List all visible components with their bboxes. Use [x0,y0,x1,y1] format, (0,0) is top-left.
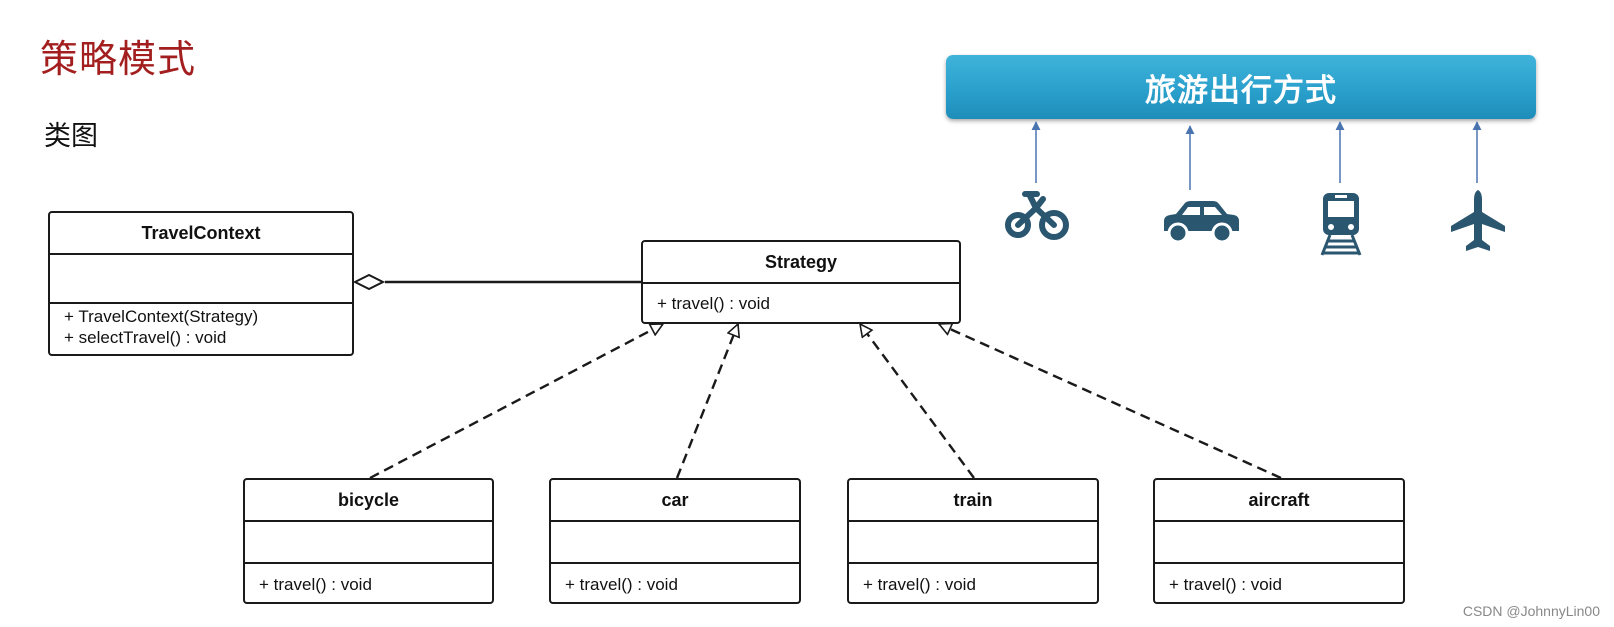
class-attributes [245,522,492,564]
class-attributes [849,522,1097,564]
operation: + travel() : void [259,575,372,594]
realization-bicycle [369,322,663,480]
class-name: train [849,480,1097,522]
operation: + travel() : void [657,294,770,313]
operation: + travel() : void [863,575,976,594]
class-name: car [551,480,799,522]
class-aircraft[interactable]: aircraft + travel() : void [1153,478,1405,604]
watermark: CSDN @JohnnyLin00 [1462,603,1600,619]
class-name: aircraft [1155,480,1403,522]
operation: + travel() : void [1169,575,1282,594]
class-operations: + travel() : void [551,564,799,595]
page-title: 策略模式 [40,37,197,81]
aggregation-diamond [352,273,386,291]
travel-modes-banner: 旅游出行方式 [946,55,1536,119]
class-operations: + travel() : void [245,564,492,595]
class-operations: + travel() : void [643,284,959,314]
section-subtitle: 类图 [44,121,98,152]
train-icon [1320,193,1362,256]
operation: + selectTravel() : void [64,328,227,347]
class-name: Strategy [643,242,959,284]
operation: + travel() : void [565,575,678,594]
class-train[interactable]: train + travel() : void [847,478,1099,604]
realization-aircraft [939,324,1282,480]
class-strategy[interactable]: Strategy + travel() : void [641,240,961,324]
class-attributes [551,522,799,564]
realization-train [860,324,975,479]
class-operations: + TravelContext(Strategy) + selectTravel… [50,304,352,348]
class-car[interactable]: car + travel() : void [549,478,801,604]
car-icon [1164,201,1239,244]
class-name: TravelContext [50,213,352,255]
realization-car [675,324,738,479]
airplane-icon [1451,190,1505,251]
class-attributes [1155,522,1403,564]
class-operations: + travel() : void [1155,564,1403,595]
class-operations: + travel() : void [849,564,1097,595]
class-travel-context[interactable]: TravelContext + TravelContext(Strategy) … [48,211,354,356]
class-attributes [50,255,352,304]
class-bicycle[interactable]: bicycle + travel() : void [243,478,494,604]
operation: + TravelContext(Strategy) [64,307,259,326]
class-name: bicycle [245,480,492,522]
bicycle-icon [1005,191,1069,240]
